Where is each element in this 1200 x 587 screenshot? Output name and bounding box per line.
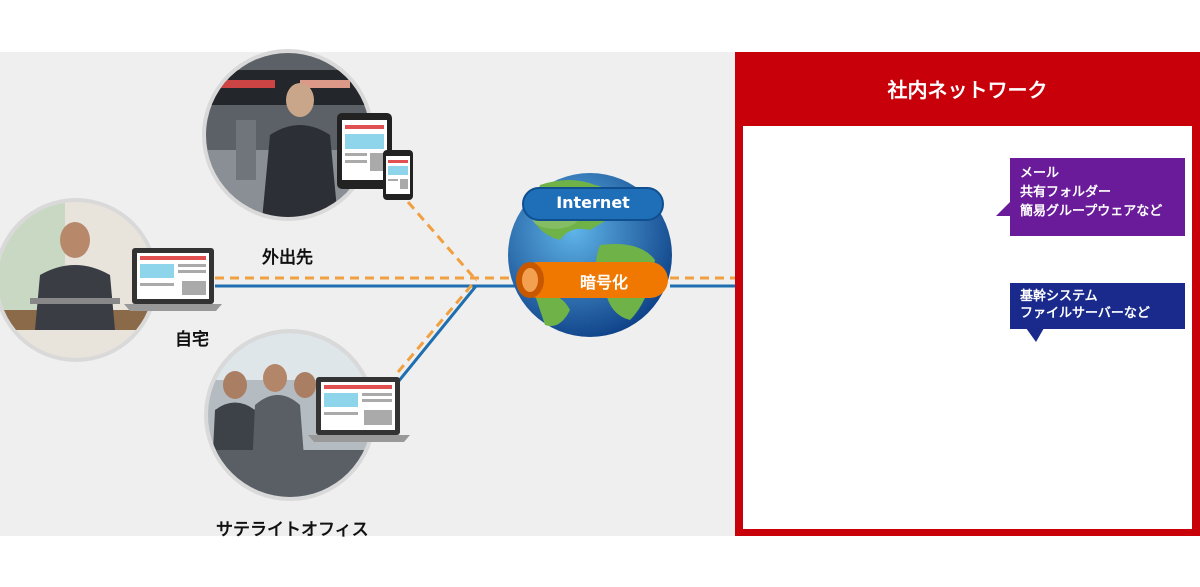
- internet-pill: [522, 187, 664, 221]
- server-callout-line: 簡易グループウェアなど: [1020, 204, 1163, 219]
- core-system-callout: 基幹システム ファイルサーバーなど: [1010, 283, 1185, 329]
- internet-label: Internet: [556, 193, 630, 212]
- core-callout-pointer: [1026, 328, 1044, 342]
- outside-photo: [202, 49, 413, 221]
- satellite-office-photo: [204, 329, 410, 501]
- server-callout-line: 共有フォルダー: [1020, 185, 1112, 200]
- server-callout-line: メール: [1020, 166, 1060, 181]
- core-callout-line: ファイルサーバーなど: [1020, 306, 1150, 321]
- company-network-title: 社内ネットワーク: [887, 78, 1048, 102]
- dashed-line-satellite: [396, 279, 478, 373]
- solid-line-satellite: [396, 285, 478, 383]
- home-photo: [0, 198, 222, 362]
- encryption-tube: [516, 262, 668, 298]
- label-home: 自宅: [175, 330, 209, 350]
- label-satellite-office: サテライトオフィス: [216, 520, 369, 540]
- label-outside: 外出先: [262, 248, 313, 268]
- dashed-line-outside: [406, 201, 478, 281]
- server-callout-pointer: [996, 200, 1012, 216]
- server-callout: メール 共有フォルダー 簡易グループウェアなど: [1010, 158, 1185, 236]
- encryption-label: 暗号化: [579, 273, 628, 292]
- core-callout-line: 基幹システム: [1020, 289, 1098, 304]
